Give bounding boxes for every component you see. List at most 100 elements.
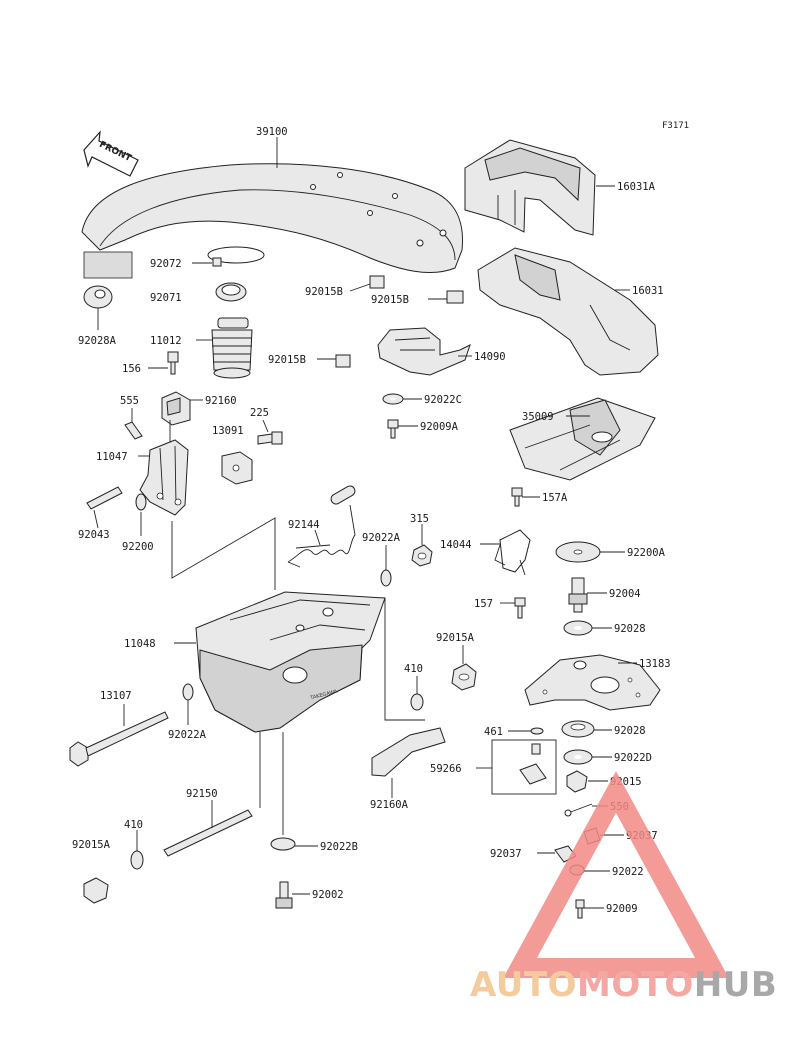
label-92015B-c: 92015B [268,354,306,366]
part-92015A-nut-a [451,663,477,691]
part-14090-bracket [377,327,471,376]
label-156: 156 [122,363,141,375]
label-16031: 16031 [632,285,664,297]
watermark-part3: HUB [694,965,777,1005]
label-35009: 35009 [522,411,554,423]
label-14044: 14044 [440,539,472,551]
part-92028A-damper [83,285,113,309]
part-92043-pin [86,486,123,510]
part-16031A-cover [464,139,596,236]
label-92150: 92150 [186,788,218,800]
part-92022A-washer-b [182,683,194,701]
label-410-b: 410 [124,819,143,831]
label-92009: 92009 [606,903,638,915]
part-92004-stud [568,577,588,613]
part-92028-washer-a [563,620,593,636]
watermark-logo: AUTOMOTOHUB [470,771,777,1005]
part-92200A-washer [555,541,601,563]
label-92028A: 92028A [78,335,117,347]
part-92009A-screw [387,419,399,439]
label-59266: 59266 [430,763,462,775]
part-39100-fender [81,163,464,274]
part-92150-rod [163,809,253,857]
part-92015A-nut-b [83,877,109,904]
part-11012-boot [211,317,253,379]
part-92009-screw [575,899,585,919]
label-315: 315 [410,513,429,525]
part-92002-bolt [275,881,293,909]
part-13183-plate [524,654,661,711]
label-92028-a: 92028 [614,623,646,635]
label-11012: 11012 [150,335,182,347]
label-16031A: 16031A [617,181,656,193]
front-arrow-icon: FRONT [83,130,139,177]
part-92072-clamp [207,246,265,267]
part-14044-bracket [494,529,531,576]
label-92200: 92200 [122,541,154,553]
part-92022B-washer [270,837,296,851]
part-92015B-clip-b [446,290,464,304]
label-92160: 92160 [205,395,237,407]
part-16031-cover [477,247,659,376]
part-92022C-washer [382,393,404,405]
part-315-nut [411,544,433,567]
label-92071: 92071 [150,292,182,304]
part-156-bolt [167,351,179,375]
part-92015-nut [566,770,588,793]
label-92144: 92144 [288,519,320,531]
label-92028-b: 92028 [614,725,646,737]
label-39100: 39100 [256,126,288,138]
label-461: 461 [484,726,503,738]
label-92200A: 92200A [627,547,666,559]
part-92022D-washer [563,749,593,765]
label-92022A-b: 92022A [168,729,207,741]
label-13091: 13091 [212,425,244,437]
label-92072: 92072 [150,258,182,270]
label-92004: 92004 [609,588,641,600]
watermark-text: AUTOMOTOHUB [470,965,777,1005]
part-92160A-cushion [371,727,446,777]
label-92037-b: 92037 [490,848,522,860]
part-59266-set [491,739,557,795]
part-157A-bolt [511,487,523,507]
part-label-plate [83,251,133,279]
part-410-washer-b [130,850,144,870]
part-35009-mount [509,397,656,481]
part-92200-washer [135,493,147,511]
label-92015B-a: 92015B [305,286,343,298]
part-461-clip [530,727,544,735]
watermark-part2: MOTO [577,965,694,1005]
part-92015B-clip-a [369,275,385,289]
label-11048: 11048 [124,638,156,650]
label-225: 225 [250,407,269,419]
label-13183: 13183 [639,658,671,670]
part-92160-stopper [161,391,191,426]
part-157-bolt [514,597,526,619]
figure-id: F3171 [662,121,689,131]
part-92144-spring [287,485,356,568]
label-157A: 157A [542,492,568,504]
part-410-washer-a [410,693,424,711]
label-92015A-a: 92015A [436,632,475,644]
part-555-pin [124,421,143,440]
label-92022D: 92022D [614,752,652,764]
part-92022A-washer-a [380,569,392,587]
label-92022A-a: 92022A [362,532,401,544]
label-157: 157 [474,598,493,610]
part-92071-grommet [215,282,247,302]
label-92160A: 92160A [370,799,409,811]
label-92022B: 92022B [320,841,358,853]
label-92009A: 92009A [420,421,459,433]
part-92028-washer-b [561,720,595,738]
watermark-triangle-icon [503,771,729,978]
part-13107-bolt [69,711,169,767]
label-92022: 92022 [612,866,644,878]
label-92002: 92002 [312,889,344,901]
part-92015B-clip-c [335,354,351,368]
label-92022C: 92022C [424,394,462,406]
part-11048-main-bracket: TAKEGAWA [195,591,386,733]
label-14090: 14090 [474,351,506,363]
part-13091-plate [221,451,253,485]
part-550-pin [564,803,593,817]
